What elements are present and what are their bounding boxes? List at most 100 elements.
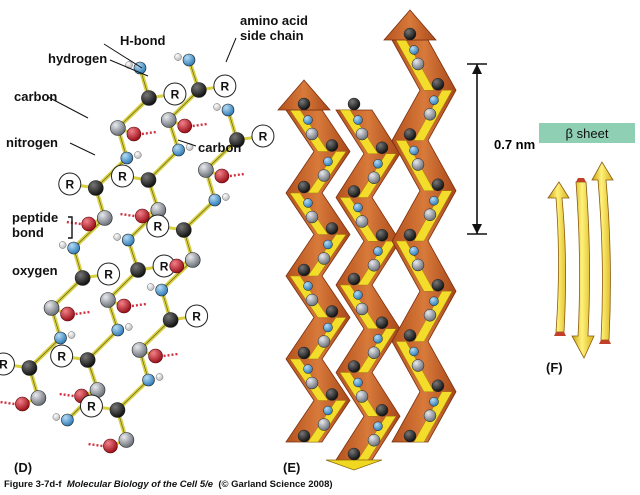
nitrogen-atom — [373, 159, 383, 169]
caption-figure-number: Figure 3-7d-f — [4, 479, 62, 490]
nitrogen-atom — [373, 421, 383, 431]
oxygen-atom — [169, 258, 185, 274]
nitrogen-atom — [120, 151, 134, 165]
carbon-alpha-atom — [347, 272, 361, 286]
carbon-atom — [367, 171, 381, 184]
oxygen-atom — [116, 298, 132, 314]
side-chain-label-line2: side chain — [240, 28, 304, 43]
nitrogen-atom — [155, 283, 168, 297]
nitrogen-atom — [429, 397, 439, 407]
carbon-atom — [411, 57, 425, 71]
hydrogen-atom — [134, 151, 142, 159]
carbon-alpha-atom — [403, 329, 417, 342]
carbon-alpha-atom — [325, 388, 339, 401]
side-chain-r-circle — [97, 262, 121, 286]
carbon-atom — [367, 434, 381, 447]
carbon-alpha-atom — [87, 180, 104, 196]
carbon-atom — [110, 120, 126, 136]
beta-sheet-title-text: β sheet — [565, 125, 609, 141]
nitrogen-atom — [111, 323, 125, 337]
side-chain-r-label: R — [160, 260, 169, 274]
nitrogen-atom — [323, 322, 333, 333]
nitrogen-atom — [373, 334, 383, 344]
nitrogen-label: nitrogen — [6, 135, 58, 150]
hydrogen-atom — [67, 331, 76, 339]
side-chain-r-circle — [79, 394, 103, 418]
hydrogen-atom — [125, 323, 133, 331]
caption-credit: (© Garland Science 2008) — [218, 479, 333, 490]
nitrogen-atom — [353, 115, 363, 125]
nitrogen-atom — [353, 377, 363, 388]
carbon-label-right: carbon — [198, 140, 242, 155]
carbon-atom — [317, 418, 331, 431]
hydrogen-atom — [174, 53, 182, 61]
ribbon-arrow-1 — [547, 181, 570, 333]
side-chain-r-label: R — [87, 400, 96, 414]
carbon-atom — [317, 252, 331, 265]
carbon-atom — [423, 309, 437, 322]
carbon-atom — [411, 158, 425, 171]
side-chain-label-line1: amino acid — [240, 13, 308, 28]
carbon-atom — [118, 432, 135, 448]
side-chain-r-circle — [58, 172, 82, 196]
carbon-atom — [355, 390, 369, 403]
oxygen-atom — [214, 168, 230, 184]
carbon-alpha-atom — [347, 447, 361, 461]
side-chain-r-label: R — [57, 350, 66, 364]
nitrogen-atom — [353, 202, 363, 213]
carbon-alpha-atom — [21, 360, 38, 376]
side-chain-r-circle — [251, 124, 275, 148]
hydrogen-atom — [146, 283, 155, 291]
side-chain-r-circle — [50, 344, 74, 368]
hydrogen-atom — [213, 103, 221, 111]
oxygen-atom — [177, 118, 193, 134]
carbon-alpha-atom — [130, 262, 146, 278]
side-chain-r-label: R — [192, 310, 201, 324]
carbon-alpha-atom — [297, 97, 311, 111]
carbon-label-left: carbon — [14, 89, 58, 104]
side-chain-r-circle — [146, 214, 170, 238]
carbon-atom — [317, 169, 331, 182]
nitrogen-atom — [353, 290, 363, 300]
oxygen-atom — [135, 208, 150, 224]
carbon-atom — [367, 346, 381, 359]
side-chain-r-circle — [110, 164, 134, 188]
nitrogen-atom — [429, 196, 439, 206]
carbon-atom — [411, 258, 425, 272]
carbon-atom — [423, 208, 437, 221]
hydrogen-atom — [155, 373, 164, 381]
carbon-alpha-atom — [175, 222, 192, 238]
distance-marker — [467, 63, 487, 235]
carbon-atom — [423, 409, 437, 422]
carbon-alpha-atom — [79, 352, 96, 368]
oxygen-atom — [81, 216, 97, 232]
hydrogen-label: hydrogen — [48, 51, 108, 66]
nitrogen-atom — [67, 241, 80, 255]
nitrogen-atom — [182, 53, 196, 67]
carbon-alpha-atom — [229, 132, 245, 148]
panel-d-label: (D) — [14, 460, 33, 475]
carbon-atom — [305, 376, 319, 390]
carbon-alpha-atom — [431, 78, 445, 91]
carbon-atom — [160, 112, 177, 128]
nitrogen-atom — [373, 246, 383, 256]
carbon-atom — [43, 300, 60, 316]
beta-sheet-title: β sheet — [539, 123, 635, 143]
nitrogen-atom — [303, 281, 313, 291]
nitrogen-atom — [61, 413, 74, 427]
nitrogen-atom — [208, 193, 222, 207]
carbon-alpha-atom — [297, 346, 311, 360]
carbon-alpha-atom — [297, 180, 311, 194]
side-chain-r-label: R — [65, 178, 74, 192]
side-chain-r-label: R — [104, 268, 113, 282]
carbon-alpha-atom — [375, 229, 389, 242]
hydrogen-atom — [113, 233, 121, 241]
ribbon-arrow-3 — [591, 161, 614, 341]
side-chain-r-circle — [213, 74, 237, 98]
side-chain-r-label: R — [221, 80, 230, 94]
nitrogen-atom — [303, 198, 313, 208]
carbon-atom — [305, 293, 319, 307]
side-chain-r-circle — [185, 304, 209, 328]
carbon-atom — [411, 359, 425, 372]
